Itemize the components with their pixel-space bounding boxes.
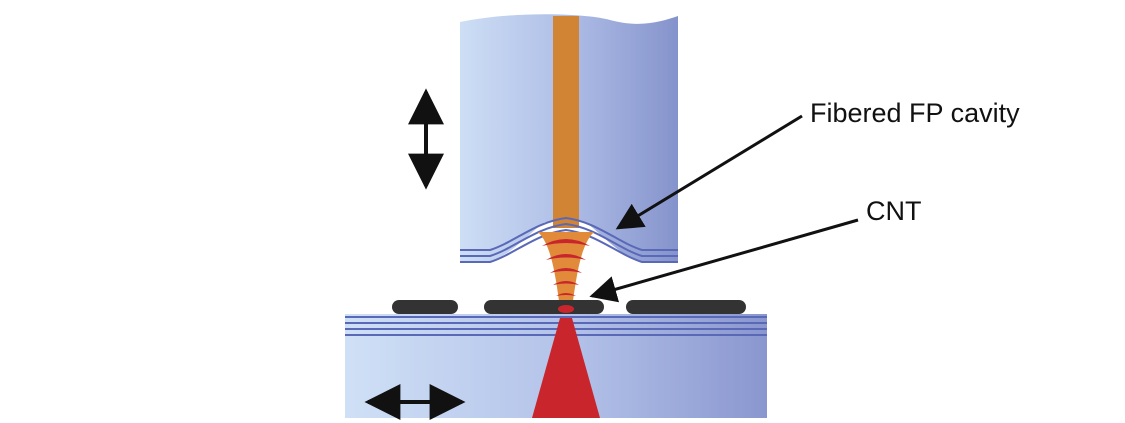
antinode-1 (542, 239, 590, 246)
nanotube-center (484, 300, 604, 314)
nanotubes (392, 300, 746, 314)
mirror-coating-line-2 (460, 222, 678, 257)
cnt-pointer-arrow (589, 218, 859, 303)
antinode-3 (550, 268, 582, 273)
antinode-5 (556, 293, 576, 296)
fiber-top (460, 14, 678, 263)
antinode-2 (546, 254, 586, 260)
fiber-core (553, 16, 579, 228)
mirror-coating-line-1 (460, 216, 678, 251)
nanotube-left (392, 300, 458, 314)
label-cnt: CNT (866, 196, 922, 226)
cavity-field (538, 232, 594, 308)
nanotube-right (626, 300, 746, 314)
antinode-4 (553, 281, 579, 285)
mirror-coating-line-3 (460, 228, 678, 263)
cavity-pointer-arrow (615, 114, 803, 230)
label-fibered-fp-cavity: Fibered FP cavity (810, 98, 1020, 128)
cnt-excitation-spot (558, 305, 574, 313)
transmitted-beam (532, 318, 600, 418)
